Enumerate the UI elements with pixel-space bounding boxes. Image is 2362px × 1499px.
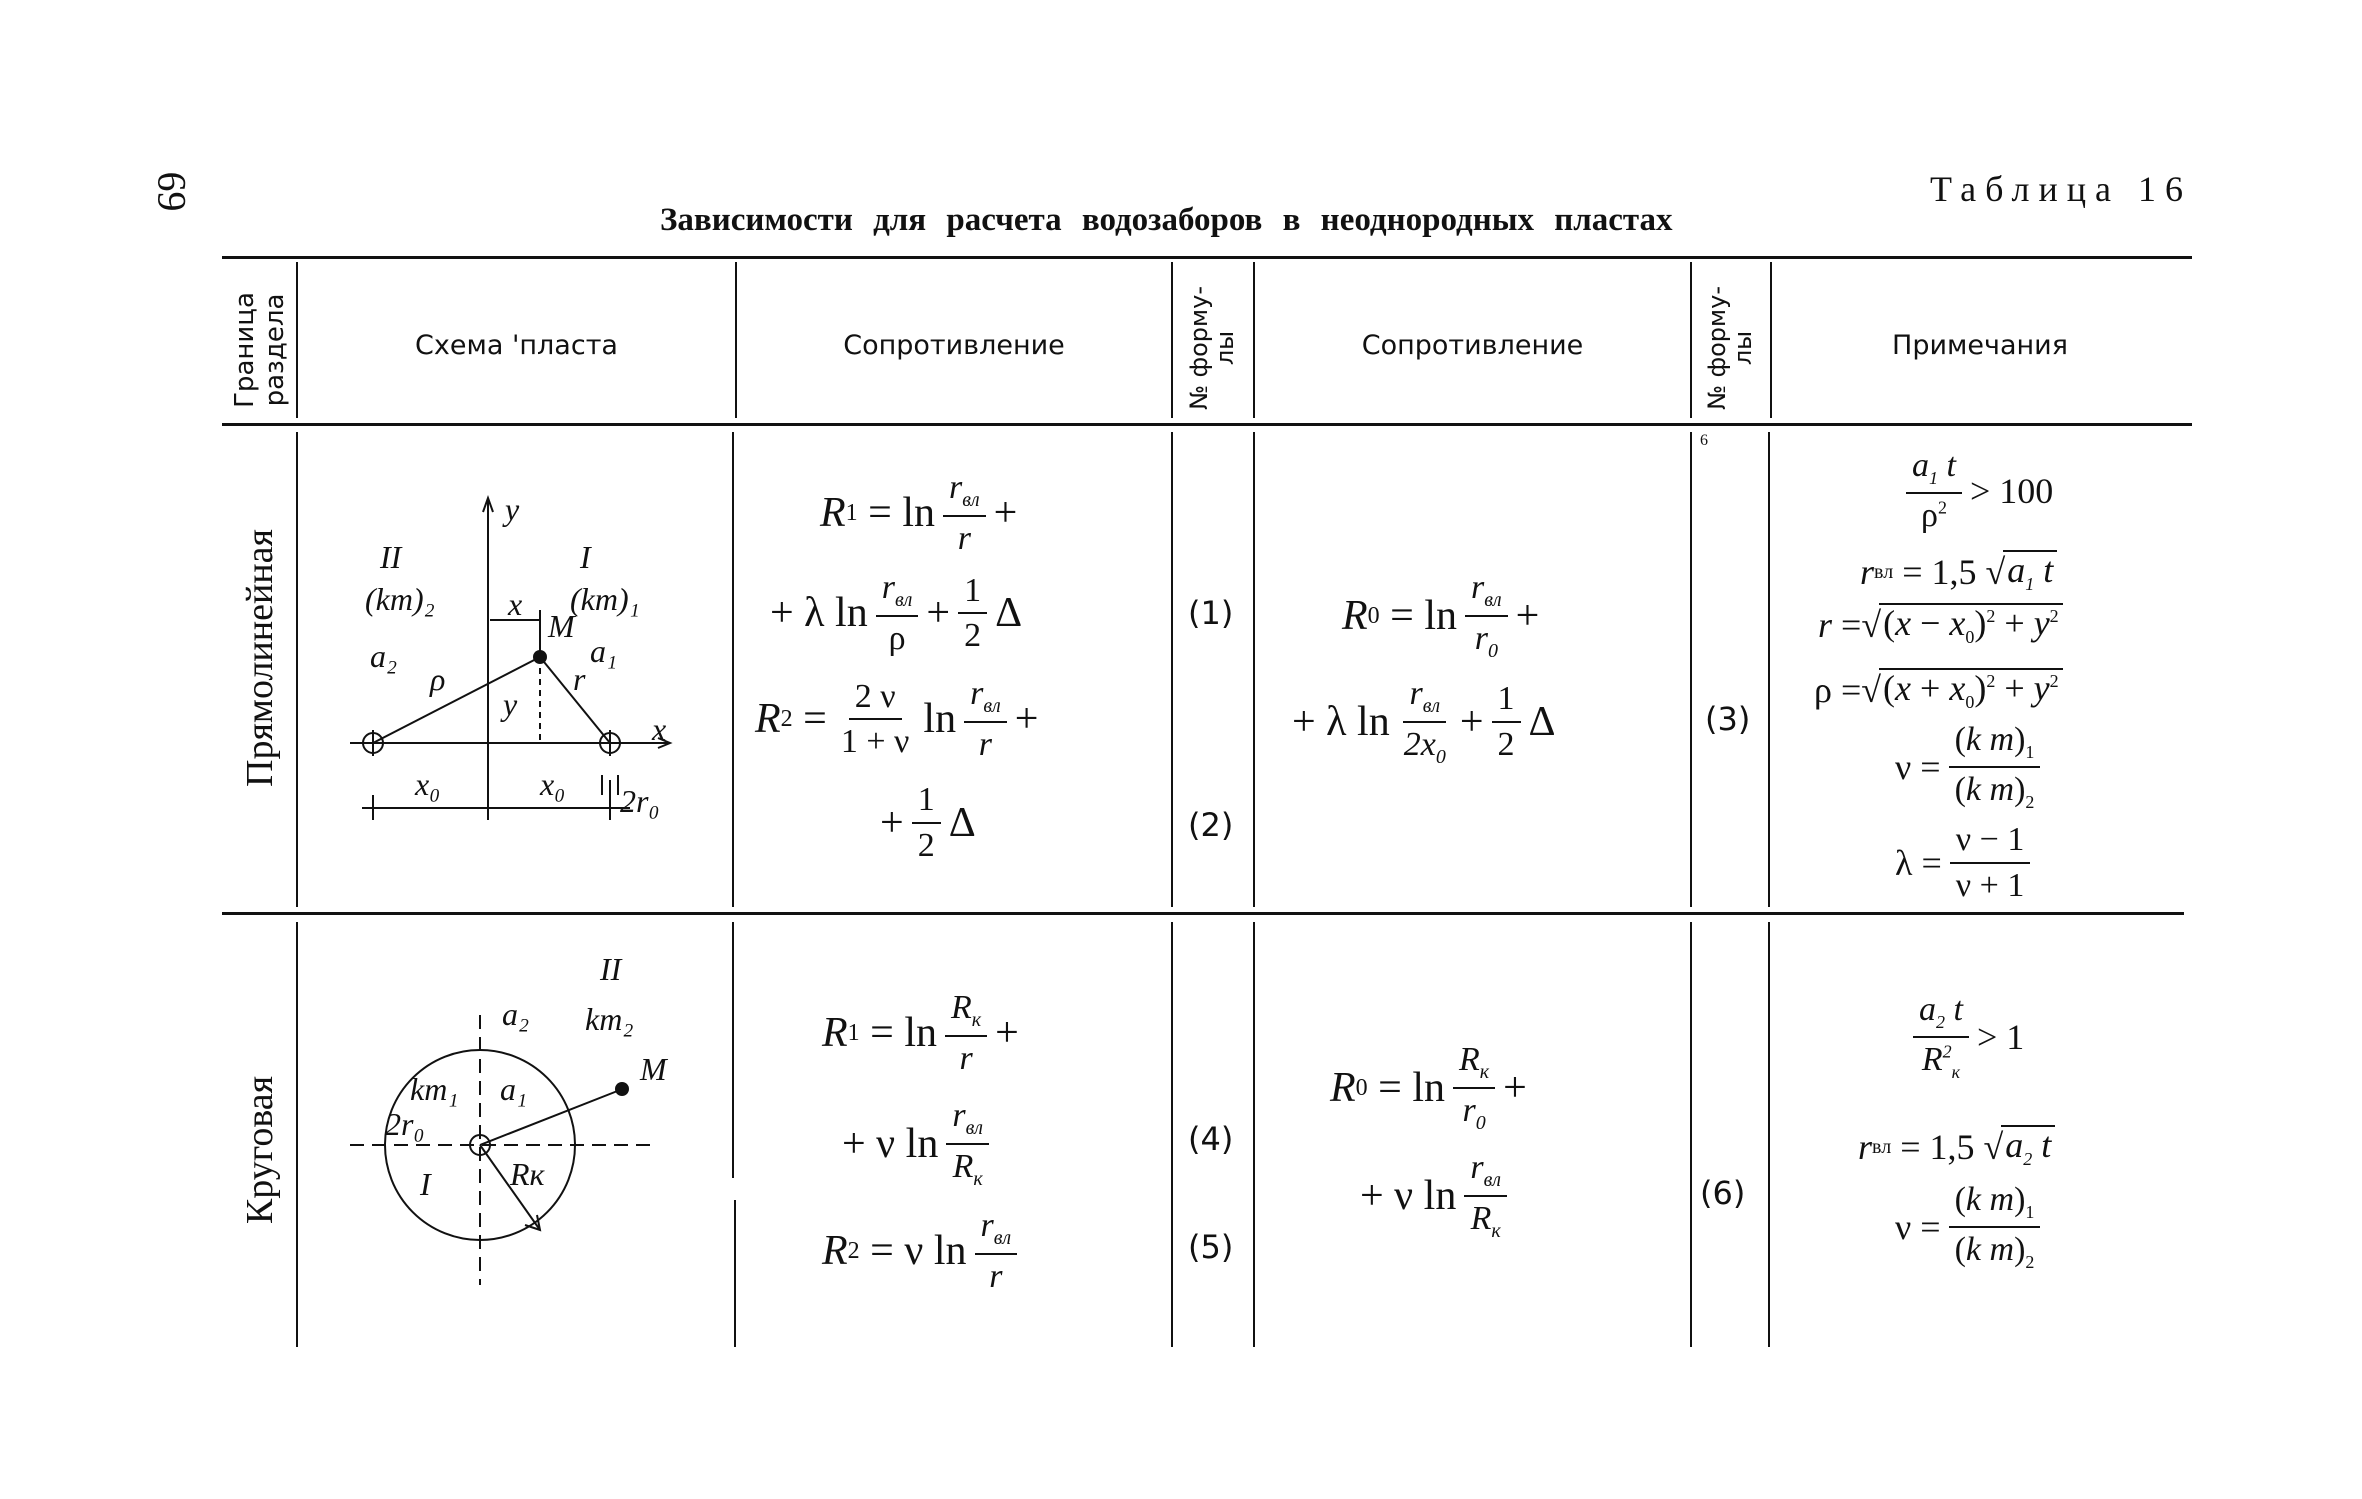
zone-outer: II <box>599 951 623 987</box>
col-line <box>296 922 298 1347</box>
page-number: 69 <box>149 171 195 212</box>
top-rule <box>222 256 2192 259</box>
a-left: a₂ <box>370 638 397 674</box>
formula-number-1: (1) <box>1188 594 1234 632</box>
col-line <box>732 922 734 1178</box>
point-m-circular: M <box>639 1051 669 1087</box>
col-line <box>1690 922 1692 1347</box>
km-inner: km₁ <box>410 1071 458 1107</box>
axis-y-label: y <box>502 491 520 527</box>
formula-number-6: (6) <box>1700 1174 1746 1212</box>
r-label: r <box>573 661 586 697</box>
zone-inner: I <box>419 1166 432 1202</box>
km-outer: km₂ <box>585 1001 633 1037</box>
col-line <box>735 262 737 418</box>
row-label-rectilinear: Прямолинейная <box>239 529 281 787</box>
rectilinear-boundary-diagram: y II I (km)₂ (km)₁ a₂ a₁ ρ r M x y x x₀ … <box>350 491 673 820</box>
km-right: (km)₁ <box>570 581 640 617</box>
col-line <box>1690 432 1692 907</box>
col-line <box>1770 262 1772 418</box>
row-rule <box>222 912 2184 915</box>
x-label: x <box>507 586 522 622</box>
circular-boundary-diagram: II km₂ a₂ km₁ a₁ 2r₀ I Rк M <box>350 951 669 1285</box>
note-nu-2: ν =(k m)1(k m)2 <box>1895 1182 2048 1271</box>
r0-inner: 2r₀ <box>385 1106 425 1142</box>
formula-number-2: (2) <box>1188 806 1234 844</box>
point-m: M <box>547 608 577 644</box>
header-notes: Примечания <box>1892 330 2068 361</box>
row-label-circular: Круговая <box>239 1075 281 1225</box>
formula-number-3: (3) <box>1705 700 1751 738</box>
header-formula-no-2: № форму-лы <box>1703 286 1757 410</box>
note-rho: ρ = √(x + x0)2 + y2 <box>1814 668 2063 711</box>
header-formula-no-1: № форму-лы <box>1185 286 1239 410</box>
note-r: r = √(x − x0)2 + y2 <box>1818 603 2063 646</box>
col-line <box>296 262 298 418</box>
km-left: (km)₂ <box>365 581 435 617</box>
stray-mark: 6 <box>1700 432 1708 449</box>
a-outer: a₂ <box>502 996 529 1032</box>
note-nu-1: ν = (k m)1(k m)2 <box>1895 722 2048 811</box>
formula-number-4: (4) <box>1188 1120 1234 1158</box>
zone-label-right: I <box>579 539 592 575</box>
y-label: y <box>500 686 518 722</box>
col-line <box>1171 432 1173 907</box>
col-line <box>732 432 734 907</box>
header-rule <box>222 423 2192 426</box>
rho-label: ρ <box>429 661 445 697</box>
col-line <box>1253 262 1255 418</box>
header-scheme: Схема 'пласта <box>415 330 618 361</box>
zone-label-left: II <box>379 539 403 575</box>
col-line <box>296 432 298 907</box>
col-line <box>734 1200 736 1347</box>
x0-left: x₀ <box>414 766 440 802</box>
header-resistance-2: Сопротивление <box>1361 330 1584 361</box>
axis-x-label: x <box>651 711 666 747</box>
formula-number-5: (5) <box>1188 1228 1234 1266</box>
col-line <box>1768 922 1770 1347</box>
col-line <box>1253 922 1255 1347</box>
a-inner: a₁ <box>500 1071 527 1107</box>
col-line <box>1171 922 1173 1347</box>
col-line <box>1253 432 1255 907</box>
rk-label: Rк <box>509 1156 546 1192</box>
col-line <box>1690 262 1692 418</box>
x0-right: x₀ <box>539 766 565 802</box>
table-label: Таблица 16 <box>1930 169 2192 209</box>
col-line <box>1768 432 1770 907</box>
col-line <box>1171 262 1173 418</box>
r0-label: 2r₀ <box>620 783 660 819</box>
a-right: a₁ <box>590 633 617 669</box>
header-resistance-1: Сопротивление <box>843 330 1065 361</box>
table-title: Зависимости для расчета водозаборов в не… <box>660 202 1673 238</box>
